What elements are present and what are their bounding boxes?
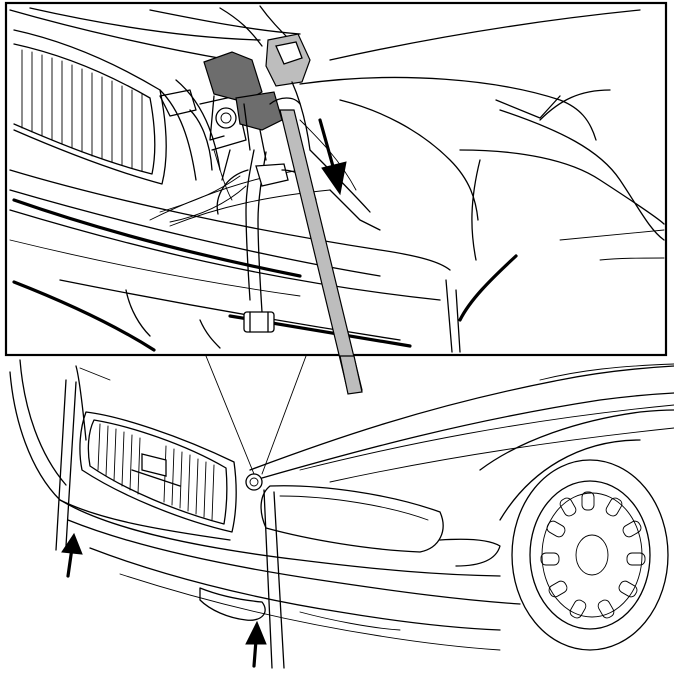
wheel-cover-slots bbox=[540, 491, 646, 619]
hood-latch-point bbox=[245, 473, 263, 491]
hood-lock-unit bbox=[203, 33, 311, 161]
inset-grille bbox=[13, 29, 167, 185]
callout-lines bbox=[205, 355, 307, 475]
headlight bbox=[260, 485, 501, 567]
detail-inset bbox=[4, 1, 668, 393]
support-rod-inset-continuation bbox=[339, 355, 363, 395]
fender bbox=[479, 363, 674, 521]
front-wheel bbox=[511, 459, 669, 651]
grille-emblem bbox=[141, 453, 167, 477]
car-front-view bbox=[9, 359, 674, 669]
pull-down-arrow bbox=[318, 118, 347, 196]
push-up-arrow-center bbox=[245, 620, 267, 668]
support-rod-center bbox=[263, 489, 285, 669]
inset-grille-slats bbox=[21, 49, 143, 172]
push-up-arrow-left bbox=[61, 532, 83, 578]
front-grille bbox=[79, 411, 237, 533]
hood bbox=[249, 365, 674, 483]
inset-headlight-edge bbox=[458, 254, 518, 322]
inset-fender bbox=[299, 9, 665, 261]
bumper bbox=[9, 359, 521, 651]
grille-slats bbox=[97, 423, 215, 521]
support-rod-left bbox=[55, 379, 77, 551]
